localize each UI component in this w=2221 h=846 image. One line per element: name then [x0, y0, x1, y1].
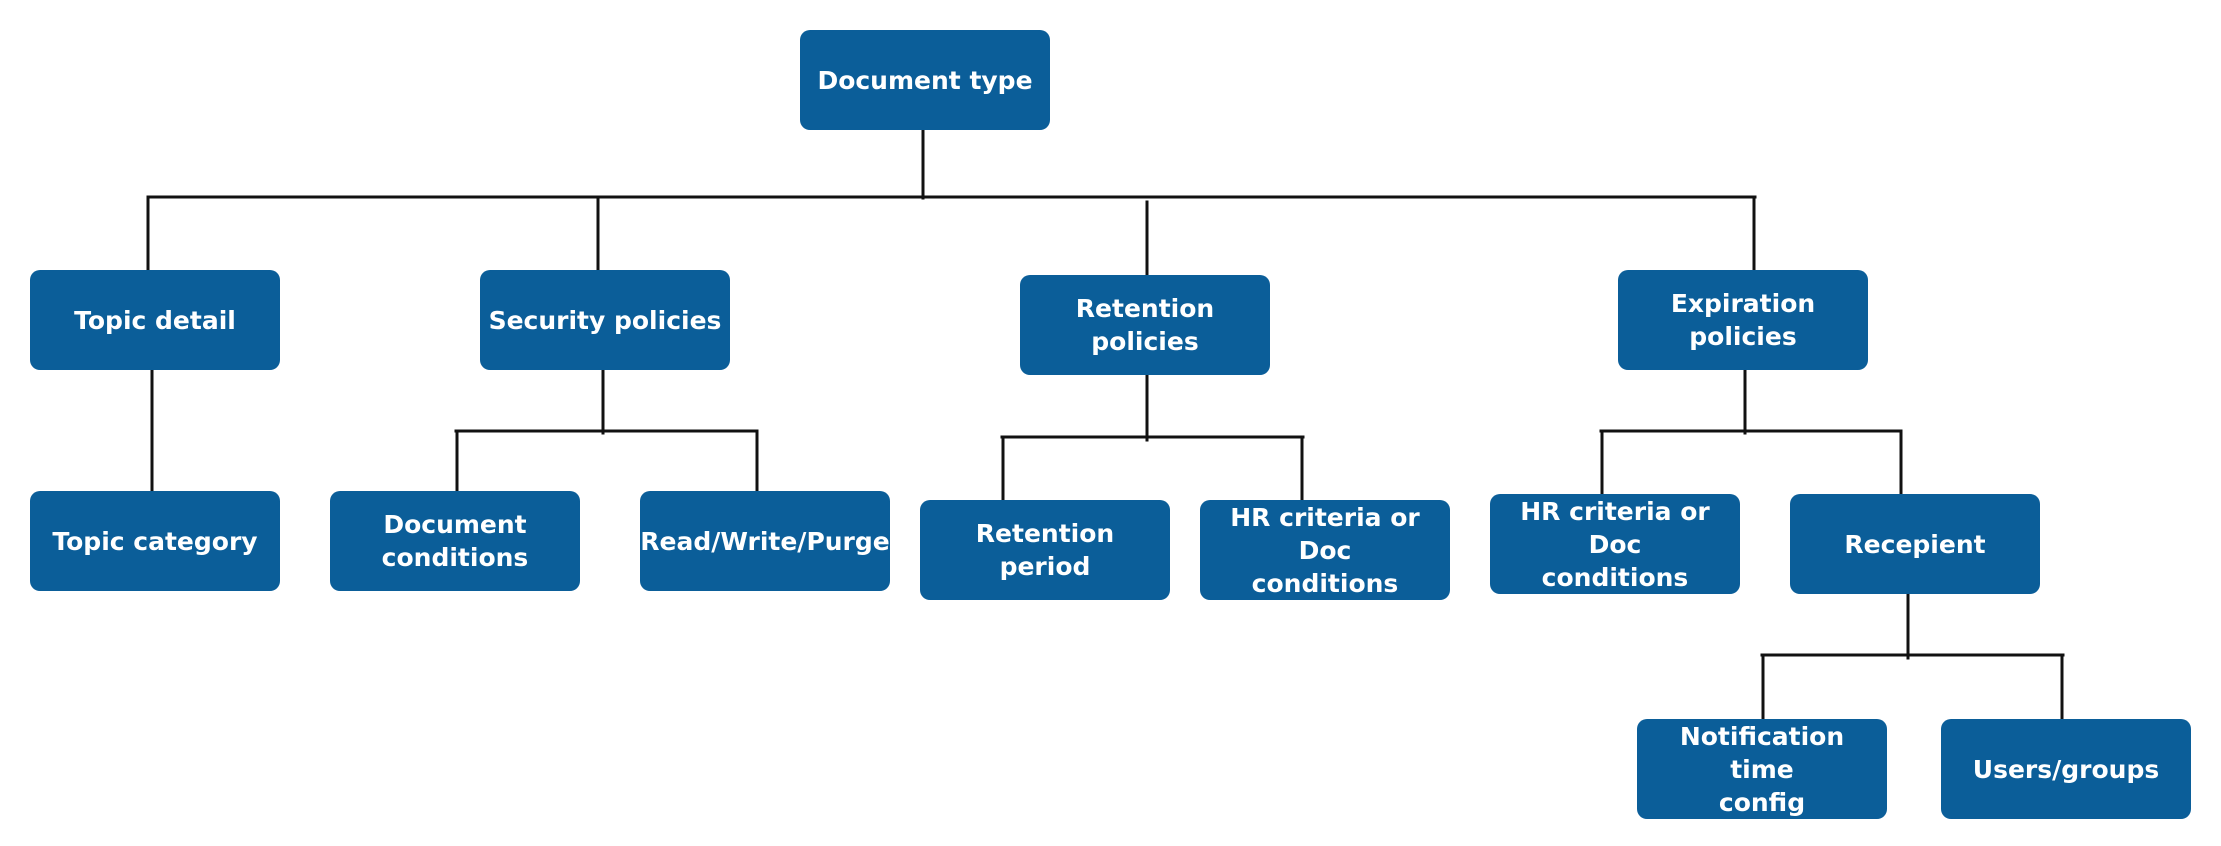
- node-retention-hr-criteria-label: HR criteria or Doc conditions: [1230, 502, 1420, 598]
- node-read-write-purge: Read/Write/Purge: [640, 491, 890, 591]
- node-expiration-hr-criteria: HR criteria or Doc conditions: [1490, 494, 1740, 594]
- node-document-type-label: Document type: [817, 65, 1033, 95]
- node-security-policies-label: Security policies: [488, 305, 722, 335]
- node-document-conditions: Document conditions: [330, 491, 580, 591]
- node-retention-hr-criteria: HR criteria or Doc conditions: [1200, 500, 1450, 600]
- node-expiration-policies-label: Expiration policies: [1670, 289, 1816, 351]
- node-users-groups-label: Users/groups: [1972, 754, 2160, 784]
- node-document-conditions-label: Document conditions: [381, 510, 529, 572]
- node-notification-time-config: Notification time config: [1637, 719, 1887, 819]
- node-topic-category-label: Topic category: [52, 526, 258, 556]
- node-retention-policies: Retention policies: [1020, 275, 1270, 375]
- node-notification-time-config-label: Notification time config: [1679, 721, 1845, 817]
- node-document-type: Document type: [800, 30, 1050, 130]
- node-topic-category: Topic category: [30, 491, 280, 591]
- node-retention-policies-label: Retention policies: [1075, 294, 1215, 356]
- node-read-write-purge-label: Read/Write/Purge: [640, 526, 890, 556]
- node-security-policies: Security policies: [480, 270, 730, 370]
- node-recepient-label: Recepient: [1844, 529, 1986, 559]
- node-expiration-hr-criteria-label: HR criteria or Doc conditions: [1520, 496, 1710, 592]
- node-retention-period-label: Retention period: [975, 519, 1115, 581]
- node-users-groups: Users/groups: [1941, 719, 2191, 819]
- node-expiration-policies: Expiration policies: [1618, 270, 1868, 370]
- node-retention-period: Retention period: [920, 500, 1170, 600]
- node-recepient: Recepient: [1790, 494, 2040, 594]
- node-topic-detail-label: Topic detail: [74, 305, 236, 335]
- node-topic-detail: Topic detail: [30, 270, 280, 370]
